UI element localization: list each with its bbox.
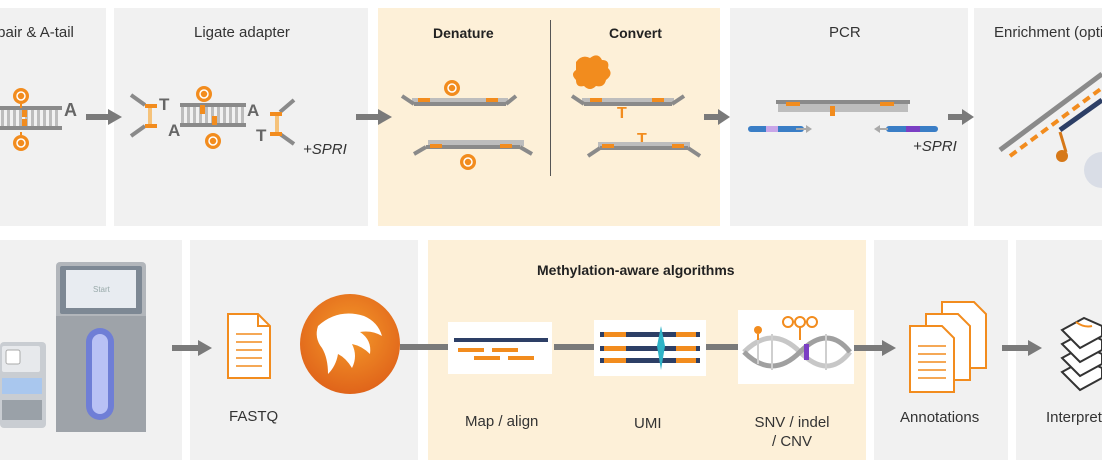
flow-arrow-4 [948, 109, 974, 125]
pcr-spri-label: +SPRI [913, 138, 957, 155]
interpretation-layers-icon [1060, 316, 1102, 392]
umi-label: UMI [634, 415, 662, 432]
flow-arrow-5 [172, 340, 212, 356]
fastq-document-icon [227, 313, 271, 379]
flow-arrow-3 [704, 109, 730, 125]
ligate-label: Ligate adapter [194, 24, 290, 41]
panel-denature-convert [378, 8, 720, 226]
algorithms-title: Methylation-aware algorithms [537, 262, 735, 278]
ligate-dna-icon [129, 86, 296, 149]
annotations-documents-icon [909, 301, 987, 393]
convert-base-t-bottom: T [637, 131, 647, 148]
sequencer-icon [0, 262, 146, 432]
enrichment-label: Enrichment (optional) [994, 24, 1102, 41]
dragon-logo-icon [300, 294, 400, 394]
methyl-icon [13, 88, 29, 151]
ligate-base-t-right: T [256, 126, 267, 145]
map-align-label: Map / align [465, 413, 539, 430]
pcr-label: PCR [829, 24, 861, 41]
fastq-label: FASTQ [229, 408, 279, 425]
flow-arrow-7 [1002, 340, 1042, 356]
ligate-spri-label: +SPRI [303, 141, 347, 158]
ligate-base-t: T [159, 95, 170, 114]
convert-label: Convert [609, 25, 662, 41]
annotations-label: Annotations [900, 409, 980, 426]
convert-dna-icon [570, 55, 702, 158]
sequencer-screen-text: Start [93, 285, 111, 294]
enrichment-probe-icon [998, 71, 1102, 188]
interpretation-label: Interpretation [1046, 409, 1102, 426]
denature-convert-divider [550, 20, 551, 176]
convert-base-t-top: T [617, 105, 627, 122]
denature-label: Denature [433, 25, 494, 41]
repair-dna-icon [0, 106, 62, 130]
map-align-icon [448, 322, 552, 374]
snv-label: SNV / indel / CNV [754, 414, 830, 450]
flow-arrow-2 [356, 109, 392, 125]
panel-pcr [730, 8, 968, 226]
flow-arrow-6 [854, 340, 896, 356]
pcr-dna-icon [748, 100, 938, 133]
denature-dna-icon [400, 80, 534, 170]
flow-arrow-1 [86, 109, 122, 125]
ligate-base-a-left: A [168, 121, 181, 140]
repair-base-a: A [64, 100, 77, 120]
umi-icon [594, 320, 706, 376]
repair-label: Repair & A-tail [0, 24, 74, 41]
snv-indel-icon [738, 310, 854, 384]
ligate-base-a-right: A [247, 101, 260, 120]
